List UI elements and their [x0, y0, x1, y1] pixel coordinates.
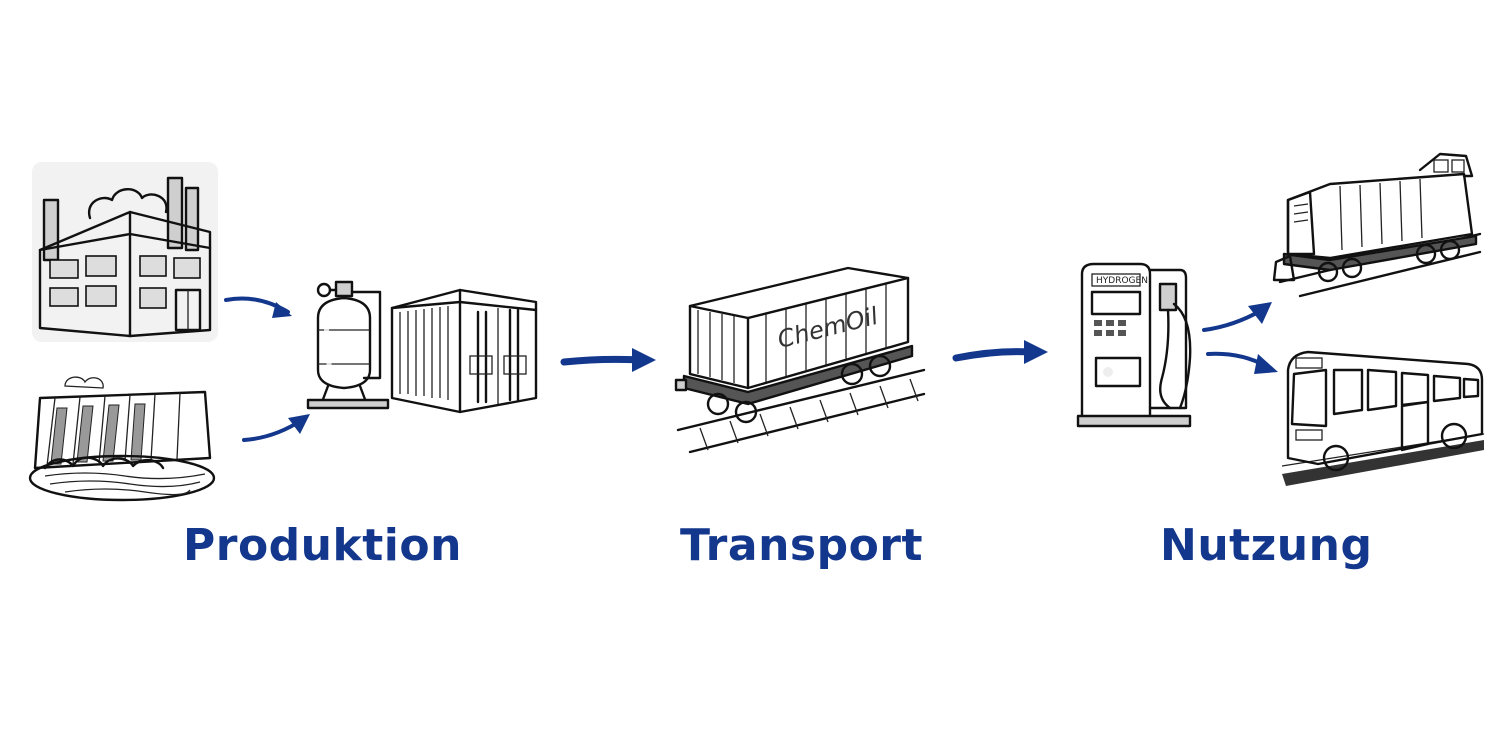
bus-icon: [1281, 350, 1485, 486]
container-logo: ChemOil: [775, 302, 881, 354]
shipping-container-icon: [390, 288, 538, 414]
arrow-dam-to-electrolyser: [242, 414, 310, 442]
locomotive-icon: [1272, 152, 1482, 298]
hydrogen-dispenser-icon: HYDROGEN H₂: [1076, 262, 1192, 428]
hydropower-dam-icon: [28, 376, 216, 502]
factory-icon: [32, 162, 218, 342]
arrow-dispenser-to-bus: [1206, 351, 1278, 374]
arrow-factory-to-electrolyser: [224, 296, 292, 318]
stage-label-use: Nutzung: [1160, 520, 1373, 571]
rail-container-wagon-icon: ChemOil: [674, 266, 926, 454]
stage-label-production: Produktion: [183, 520, 462, 571]
pressure-tank-icon: [306, 280, 390, 410]
hydrogen-h2-label: H₂: [1122, 367, 1135, 380]
arrow-production-to-transport: [560, 348, 656, 372]
arrow-transport-to-use: [952, 340, 1048, 364]
stage-label-transport: Transport: [680, 520, 924, 571]
svg-text:HYDROGEN: HYDROGEN: [1096, 276, 1148, 286]
arrow-dispenser-to-locomotive: [1202, 302, 1272, 332]
